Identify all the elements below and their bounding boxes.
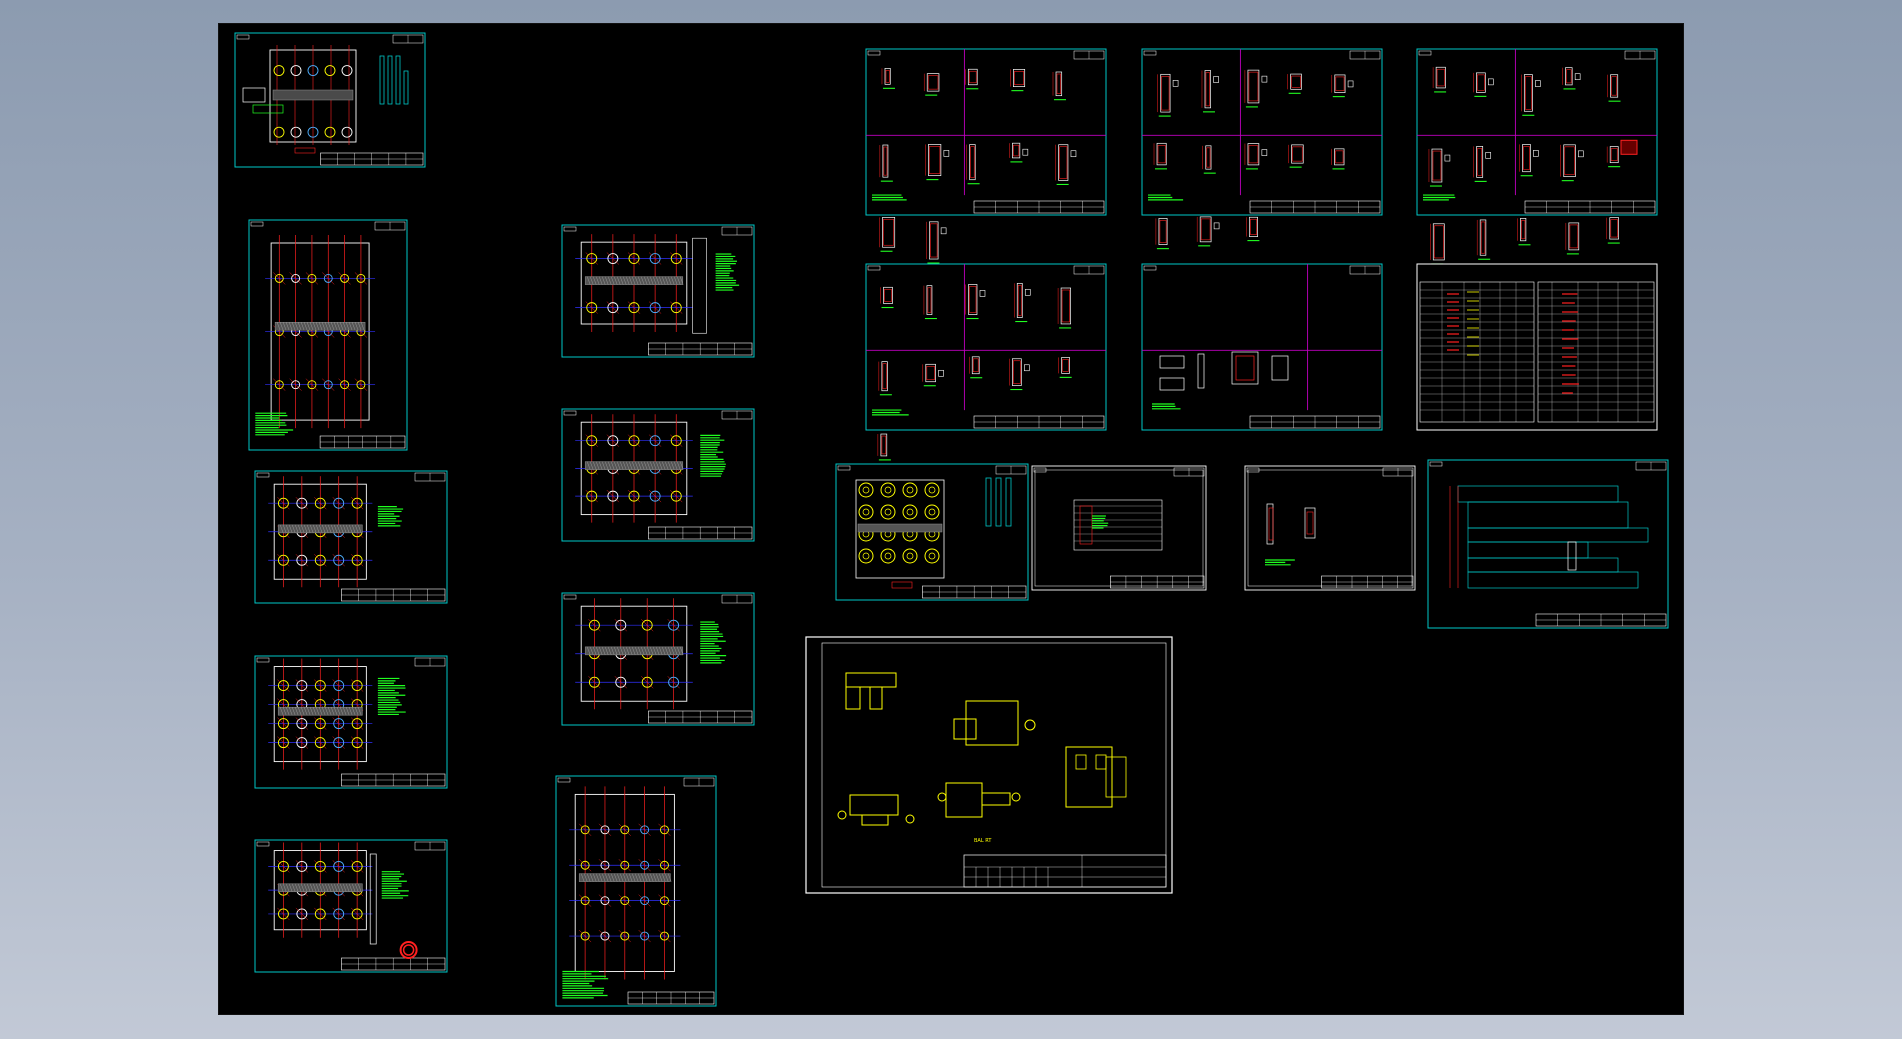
detail-sheet-small[interactable] xyxy=(1244,465,1416,591)
parts-sheet-5[interactable] xyxy=(1141,263,1383,431)
section-view-sheet[interactable] xyxy=(1427,459,1669,629)
assembly-top-view-sheet[interactable] xyxy=(835,463,1029,601)
plate-sheet-1[interactable] xyxy=(248,219,408,451)
plate-sheet-2[interactable] xyxy=(254,470,448,604)
plate-sheet-7[interactable] xyxy=(561,592,755,726)
parts-sheet-3[interactable] xyxy=(1416,48,1658,265)
plate-sheet-4[interactable] xyxy=(254,839,448,973)
plate-sheet-6[interactable] xyxy=(561,408,755,542)
plate-sheet-5[interactable] xyxy=(561,224,755,358)
parts-list-sheet[interactable] xyxy=(1416,263,1658,431)
large-parts-sheet[interactable]: BAL RT xyxy=(805,636,1173,894)
plate-sheet-3[interactable] xyxy=(254,655,448,789)
cad-model-space[interactable]: BAL RT xyxy=(219,24,1683,1014)
assembly-sheet[interactable] xyxy=(234,32,426,168)
plate-sheet-8[interactable] xyxy=(555,775,717,1007)
parts-sheet-1[interactable] xyxy=(865,48,1107,264)
parts-sheet-2[interactable] xyxy=(1141,48,1383,250)
bom-sheet[interactable] xyxy=(1031,465,1207,591)
sheet-label: BAL RT xyxy=(974,838,992,844)
cad-drawing-canvas[interactable]: BAL RT xyxy=(219,24,1683,1014)
parts-sheet-4[interactable] xyxy=(865,263,1107,461)
